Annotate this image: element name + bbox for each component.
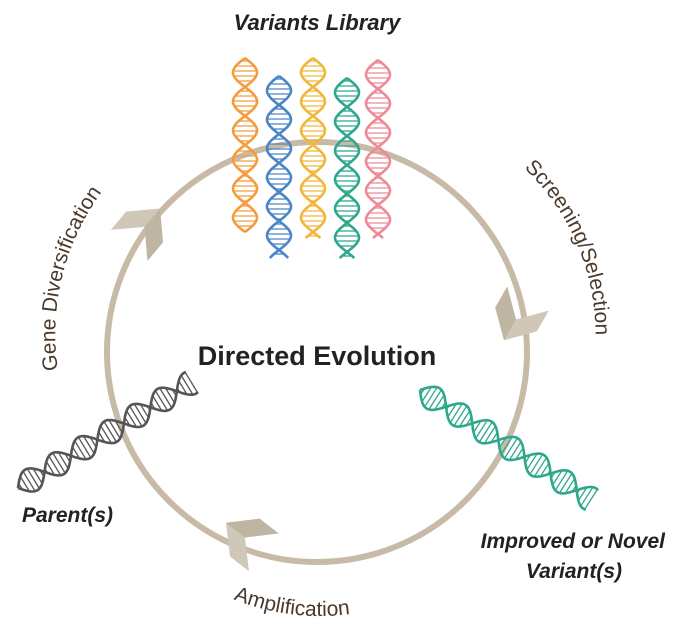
improved-variant-dna-icon xyxy=(418,385,600,511)
library-dna-strand-2 xyxy=(265,74,293,259)
library-dna-strand-4 xyxy=(333,76,361,259)
diversification-step-label: Gene Diversification xyxy=(37,182,106,373)
parent-dna-icon xyxy=(16,370,199,493)
library-dna-strand-1 xyxy=(231,56,259,234)
arrow-screening-icon xyxy=(495,286,549,341)
parent-label: Parent(s) xyxy=(22,504,113,527)
improved-label-line2: Variant(s) xyxy=(526,560,622,583)
library-dna-strand-3 xyxy=(299,56,327,239)
library-dna-strand-5 xyxy=(364,58,392,239)
variants-library-label: Variants Library xyxy=(234,10,402,35)
diagram-title: Directed Evolution xyxy=(198,341,437,371)
screening-step-label: Screening/Selection xyxy=(520,155,613,335)
improved-label-line1: Improved or Novel xyxy=(481,530,667,553)
amplification-step-label: Amplification xyxy=(232,582,351,621)
arrow-diversification-icon xyxy=(110,208,163,261)
arrow-amplification-icon xyxy=(225,518,279,572)
variants-library-dna xyxy=(231,56,392,259)
